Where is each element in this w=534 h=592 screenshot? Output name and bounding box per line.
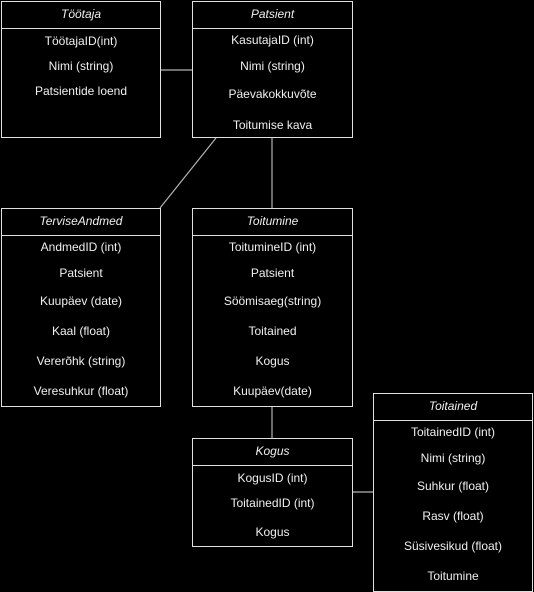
entity-field: Rasv (float) [422,509,484,523]
entity-field: Nimi (string) [48,59,114,73]
entity-title: Toitained [374,394,532,421]
entity-field: Päevakokkuvõte [228,87,317,101]
entity-field: ToitainedID (int) [410,425,496,439]
entity-toitumine[interactable]: Toitumine ToitumineID (int) Patsient Söö… [192,208,353,407]
entity-field: KasutajaID (int) [231,33,314,47]
entity-field: Vererõhk (string) [36,354,126,368]
entity-toitained[interactable]: Toitained ToitainedID (int) Nimi (string… [373,393,533,592]
entity-title: TerviseAndmed [2,209,160,236]
entity-kogus[interactable]: Kogus KogusID (int) ToitainedID (int) Ko… [192,438,353,547]
entity-patsient[interactable]: Patsient KasutajaID (int) Nimi (string) … [192,1,353,138]
entity-field: Veresuhkur (float) [33,384,129,398]
entity-field: Patsient [59,266,103,280]
entity-field: Nimi (string) [420,451,486,465]
entity-title: Toitumine [193,209,352,236]
entity-field: Süsivesikud (float) [403,539,503,553]
entity-field: Kuupäev (date) [39,294,123,308]
entity-field: Patsient [250,266,295,280]
entity-tootaja[interactable]: Töötaja TöötajaID(int) Nimi (string) Pat… [1,1,161,138]
entity-field: Toitumine [427,569,479,583]
entity-field: Kogus [255,525,290,539]
entity-field: Suhkur (float) [416,479,490,493]
entity-field: Kogus [255,354,290,368]
connector-patsient-tervise-andmed [159,137,217,209]
entity-field: Kuupäev(date) [233,384,312,398]
entity-field: KogusID (int) [237,471,308,485]
entity-field: ToitainedID (int) [230,496,315,510]
entity-field: Kaal (float) [51,324,111,338]
entity-field: AndmedID (int) [40,240,122,254]
entity-tervise-andmed[interactable]: TerviseAndmed AndmedID (int) Patsient Ku… [1,208,161,407]
entity-field: Nimi (string) [240,59,305,73]
entity-title: Kogus [193,439,352,466]
entity-field: Patsientide loend [34,84,128,98]
entity-title: Patsient [193,2,352,29]
entity-field: TöötajaID(int) [44,34,118,48]
entity-field: Söömisaeg(string) [223,294,322,308]
entity-title: Töötaja [2,2,160,29]
entity-field: ToitumineID (int) [228,240,317,254]
entity-field: Toitained [248,324,297,338]
entity-field: Toitumise kava [232,118,313,132]
